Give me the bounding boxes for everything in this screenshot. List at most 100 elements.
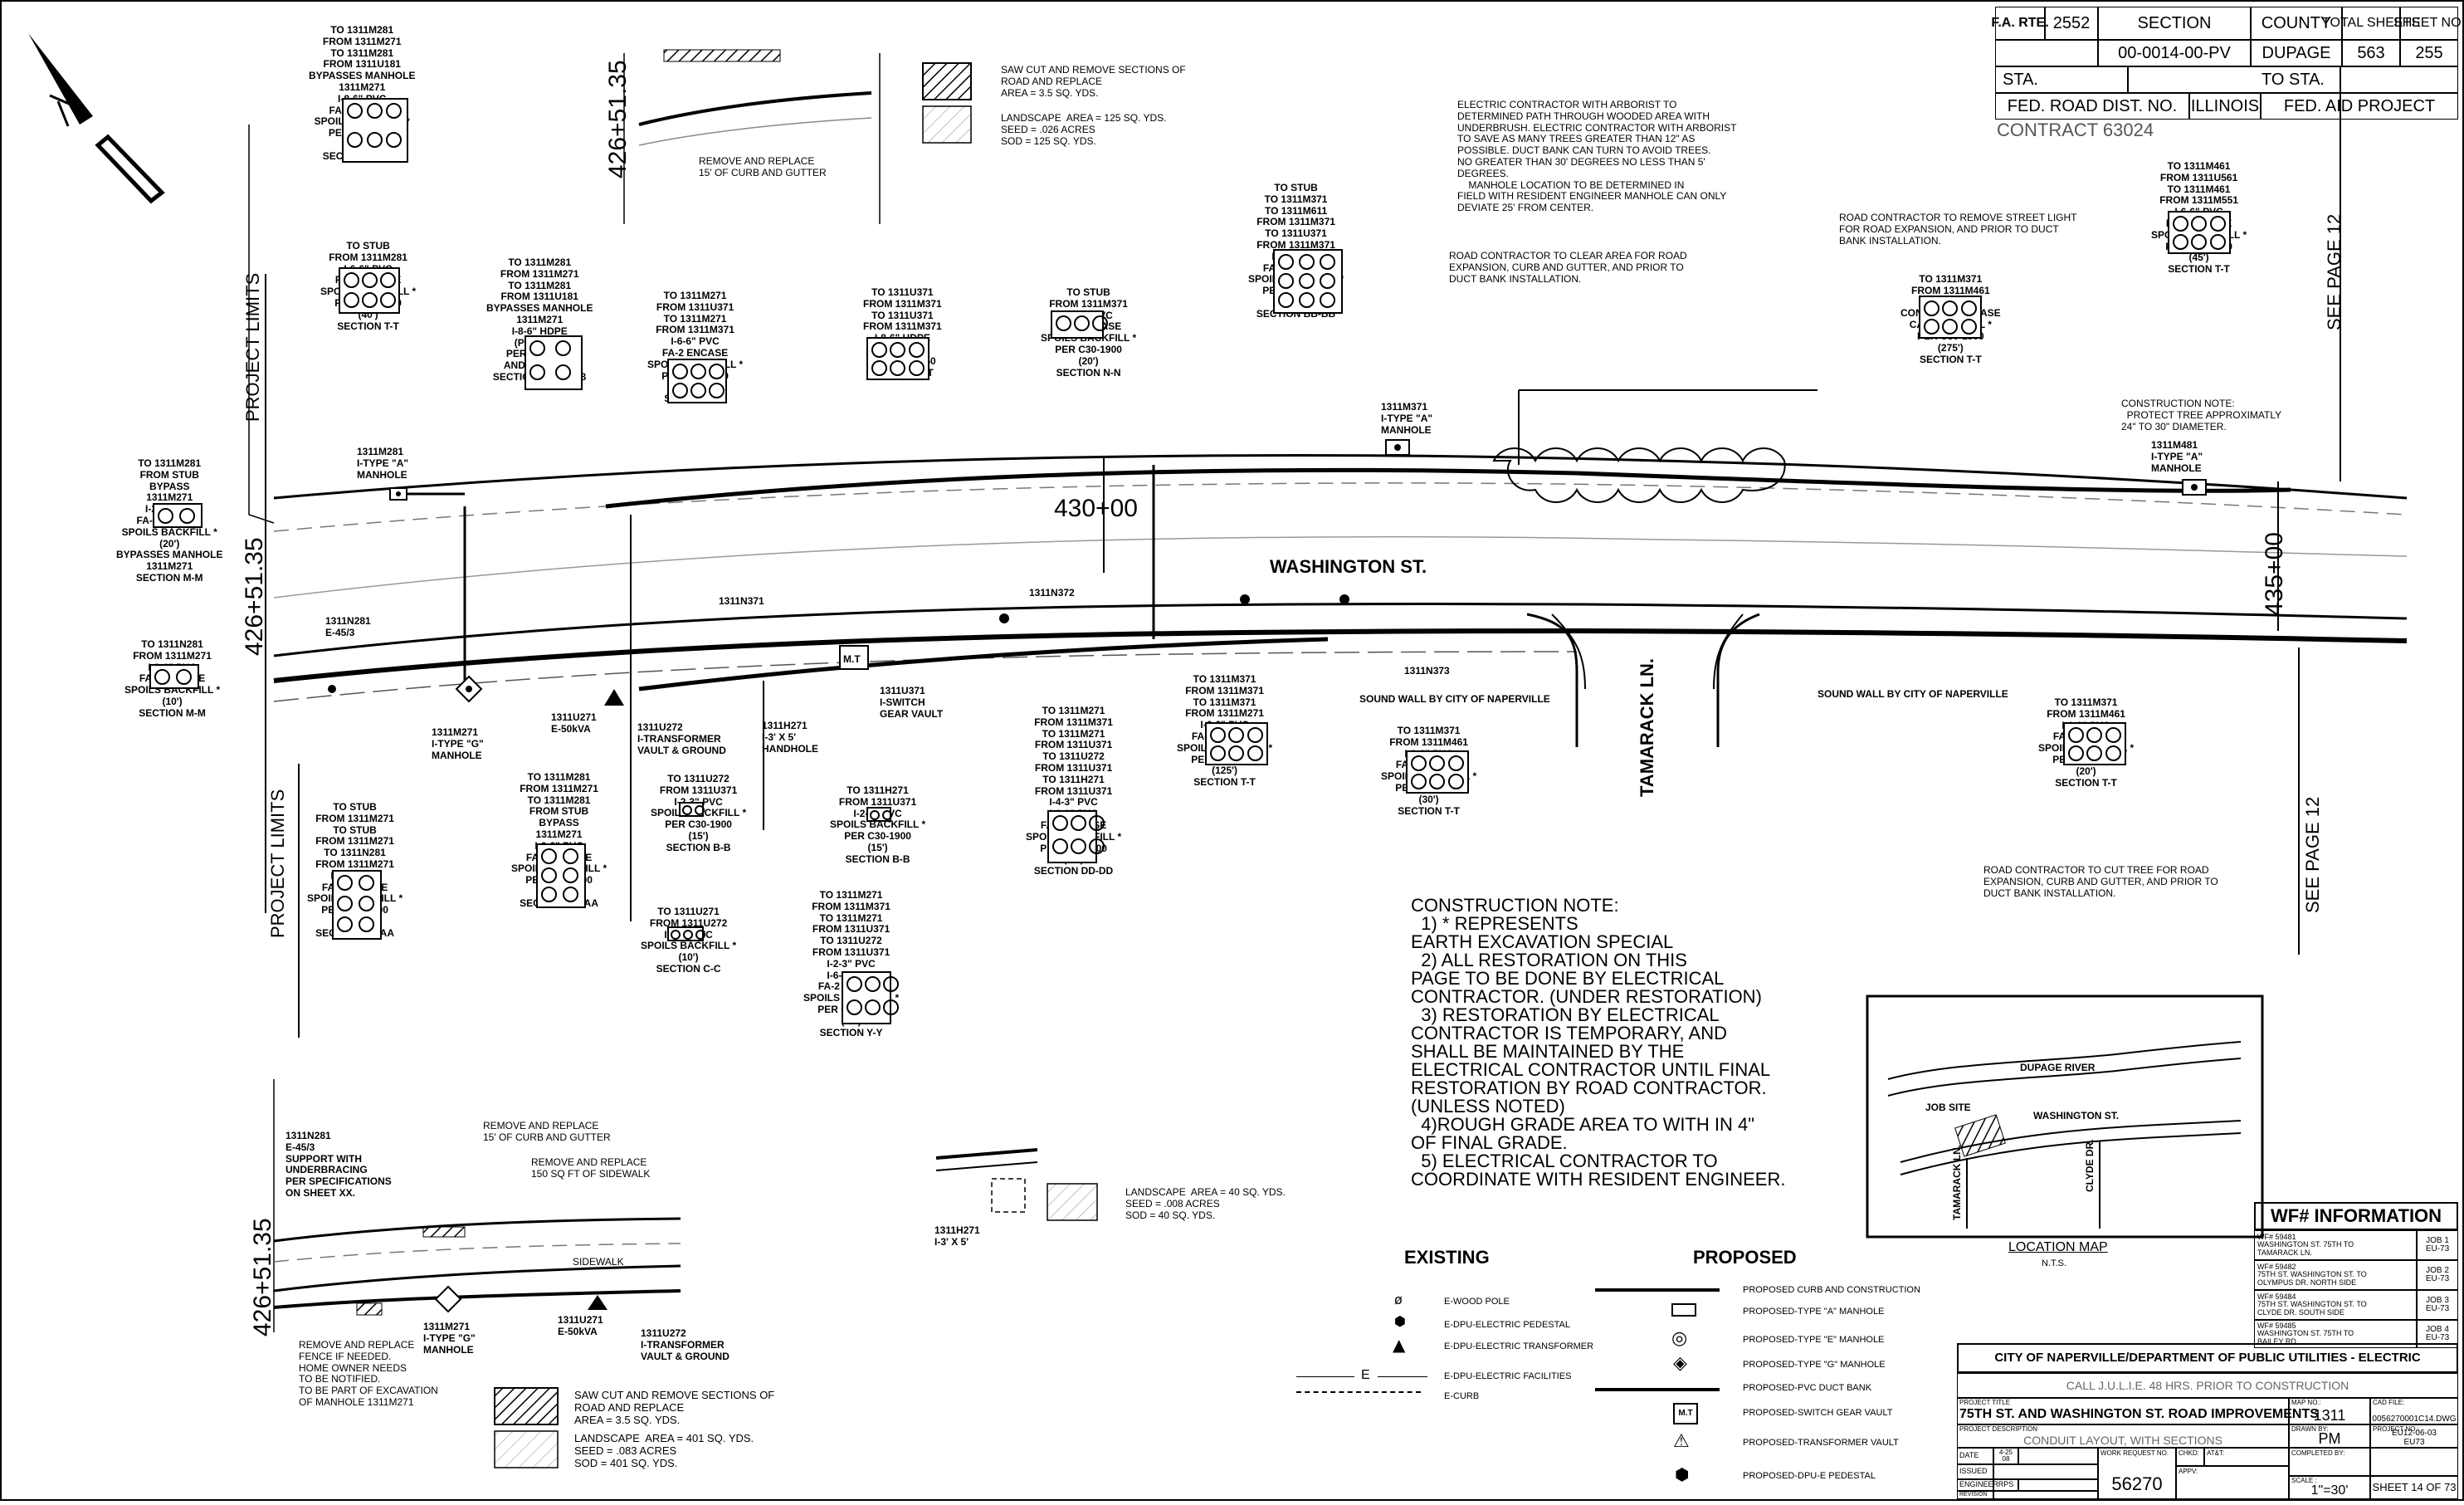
transformer-icon [604, 689, 624, 706]
location-map-river: DUPAGE RIVER [2020, 1062, 2096, 1073]
construction-note: CONSTRUCTION NOTE: 1) * REPRESENTS EARTH… [1411, 895, 1786, 1190]
see-page-label-bottom: SEE PAGE 12 [2302, 796, 2323, 913]
pole-icon [999, 613, 1009, 623]
sound-wall-label-right: SOUND WALL BY CITY OF NAPERVILLE [1818, 688, 2008, 700]
legend-existing-5: E-CURB [1444, 1391, 1480, 1401]
inset-xfmr-vault-label: 1311U272 I-TRANSFORMER VAULT & GROUND [641, 1327, 729, 1362]
fa-rte: 2552 [2045, 7, 2098, 40]
transformer-vault-label: 1311U272 I-TRANSFORMER VAULT & GROUND [637, 721, 726, 756]
duct-matrix-17-icon [1047, 810, 1105, 863]
county-value: DUPAGE [2251, 40, 2342, 66]
see-page-label-top: SEE PAGE 12 [2324, 213, 2344, 330]
transformer-vault-legend-icon: ⚠ [1673, 1431, 1690, 1452]
duct-matrix-19-icon [1205, 722, 1268, 765]
note-street-light: ROAD CONTRACTOR TO REMOVE STREET LIGHT F… [1839, 212, 2077, 247]
duct-matrix-5-icon [866, 337, 929, 380]
project-no: EU12-06-03 EU73 [2370, 1424, 2458, 1448]
street-label-tamarack: TAMARACK LN. [1637, 657, 1657, 797]
drawn-by-label: DRAWN BY: [2291, 1425, 2329, 1433]
street-label-washington: WASHINGTON ST. [1270, 556, 1427, 577]
note-inset-fence: REMOVE AND REPLACE FENCE IF NEEDED. HOME… [299, 1339, 438, 1408]
landscape-swatch-top [922, 105, 972, 144]
facilities-line-right [1378, 1376, 1427, 1377]
duct-matrix-10-icon [153, 503, 202, 528]
duct-matrix-2-icon [339, 267, 400, 314]
wf-row-4-desc: WF# 59485 WASHINGTON ST. 75TH TO BAILEY … [2254, 1320, 2417, 1348]
wf-row-2-job: JOB 2 EU-73 [2417, 1260, 2458, 1290]
legend-proposed-1: PROPOSED CURB AND CONSTRUCTION [1743, 1285, 1920, 1295]
att-label: AT&T: [2204, 1448, 2289, 1466]
pole-icon [328, 685, 336, 693]
duct-matrix-4-icon [667, 359, 727, 403]
duct-matrix-11-icon [149, 664, 199, 689]
legend-existing-2: E-DPU-ELECTRIC PEDESTAL [1444, 1320, 1570, 1330]
pole-icon [1240, 594, 1250, 604]
switch-gear-vault-icon: M.T [839, 645, 869, 670]
to-sta-label: TO STA. [2128, 66, 2458, 93]
legend-proposed-3: PROPOSED-TYPE "E" MANHOLE [1743, 1335, 1885, 1345]
transformer-label: 1311U271 E-50kVA [551, 711, 597, 735]
legend-existing-heading: EXISTING [1404, 1247, 1490, 1268]
sheet-no-value: 255 [2400, 40, 2458, 66]
sta-label: STA. [1995, 66, 2128, 93]
label-1311n372: 1311N372 [1029, 587, 1075, 599]
project-limits-label-bottom: PROJECT LIMITS [267, 789, 288, 938]
facilities-line-letter: E [1361, 1368, 1370, 1382]
duct-matrix-1-icon [342, 98, 408, 163]
legend-proposed-2: PROPOSED-TYPE "A" MANHOLE [1743, 1307, 1885, 1317]
note-landscape-top: LANDSCAPE AREA = 125 SQ. YDS. SEED = .02… [1001, 112, 1167, 147]
duct-matrix-13-icon [536, 843, 586, 908]
completed-by-label: COMPLETED BY: [2289, 1448, 2370, 1476]
wf-row-3-job: JOB 3 EU-73 [2417, 1290, 2458, 1320]
note-cut-tree: ROAD CONTRACTOR TO CUT TREE FOR ROAD EXP… [1983, 864, 2218, 899]
map-no-label: MAP NO.: [2291, 1399, 2321, 1406]
location-map [1866, 994, 2264, 1239]
wf-info-title: WF# INFORMATION [2254, 1202, 2458, 1230]
project-limits-label-top: PROJECT LIMITS [242, 272, 263, 422]
location-map-title: LOCATION MAP [2008, 1240, 2108, 1254]
note-arborist: ELECTRIC CONTRACTOR WITH ARBORIST TO DET… [1457, 99, 1737, 214]
pedestal-icon: ⬢ [1394, 1313, 1406, 1329]
handhole-detail-sketch [935, 1148, 1038, 1213]
handhole-label: 1311H271 I-3' X 5' HANDHOLE [762, 720, 818, 755]
switch-gear-label: 1311U371 I-SWITCH GEAR VAULT [880, 685, 944, 720]
fa-rte-label: F.A. RTE. [1991, 7, 2049, 40]
issued-label: ISSUED [1957, 1464, 1993, 1479]
duct-matrix-16-icon [866, 807, 892, 822]
completed-blank [2370, 1448, 2458, 1476]
location-map-job-site: JOB SITE [1925, 1102, 1971, 1113]
duct-matrix-7-icon [1273, 249, 1343, 314]
work-request-label: WORK REQUEST NO. [2100, 1449, 2169, 1457]
svg-text:M.T: M.T [843, 653, 861, 665]
note-inset-curb: REMOVE AND REPLACE 15' OF CURB AND GUTTE… [483, 1120, 611, 1143]
total-sheets-label: TOTAL SHEETS [2322, 7, 2420, 40]
type-e-manhole-icon: ◎ [1671, 1328, 1688, 1349]
saw-cut-swatch-bottom [494, 1387, 559, 1425]
state-label: ILLINOIS [2189, 93, 2261, 120]
north-arrow-icon [28, 33, 165, 204]
project-no-label: PROJECT NO.: [2373, 1425, 2419, 1433]
note-inset-support: 1311N281 E-45/3 SUPPORT WITH UNDERBRACIN… [285, 1130, 392, 1199]
engineer-blank [2018, 1479, 2098, 1491]
date-label: DATE [1957, 1448, 1993, 1464]
proposed-curb-icon [1595, 1288, 1720, 1292]
agency-name: CITY OF NAPERVILLE/DEPARTMENT OF PUBLIC … [1957, 1343, 2458, 1373]
scale-label: SCALE : [2291, 1477, 2317, 1484]
note-curb-top: REMOVE AND REPLACE 15' OF CURB AND GUTTE… [699, 155, 827, 178]
scale-value: 1"=30' [2289, 1476, 2370, 1499]
project-title: 75TH ST. AND WASHINGTON ST. ROAD IMPROVE… [1957, 1398, 2319, 1424]
station-label-inset: 426+51.35 [249, 1218, 276, 1336]
wooded-area-outline [1492, 447, 1786, 503]
station-label-top: 426+51.35 [604, 60, 632, 178]
chkd-label: CHKD: [2176, 1448, 2204, 1466]
duct-matrix-6-icon [1051, 310, 1108, 339]
project-description: CONDUIT LAYOUT, WITH SECTIONS [1957, 1424, 2289, 1448]
sheet-no-label: SHEET NO. [2393, 7, 2464, 40]
pvc-duct-bank-icon [1595, 1388, 1720, 1391]
duct-matrix-9-icon [2168, 211, 2231, 254]
label-1311n371: 1311N371 [719, 595, 764, 607]
engineer-label: ENGINEER [1957, 1479, 1998, 1491]
appv-label: APPV: [2176, 1466, 2289, 1499]
